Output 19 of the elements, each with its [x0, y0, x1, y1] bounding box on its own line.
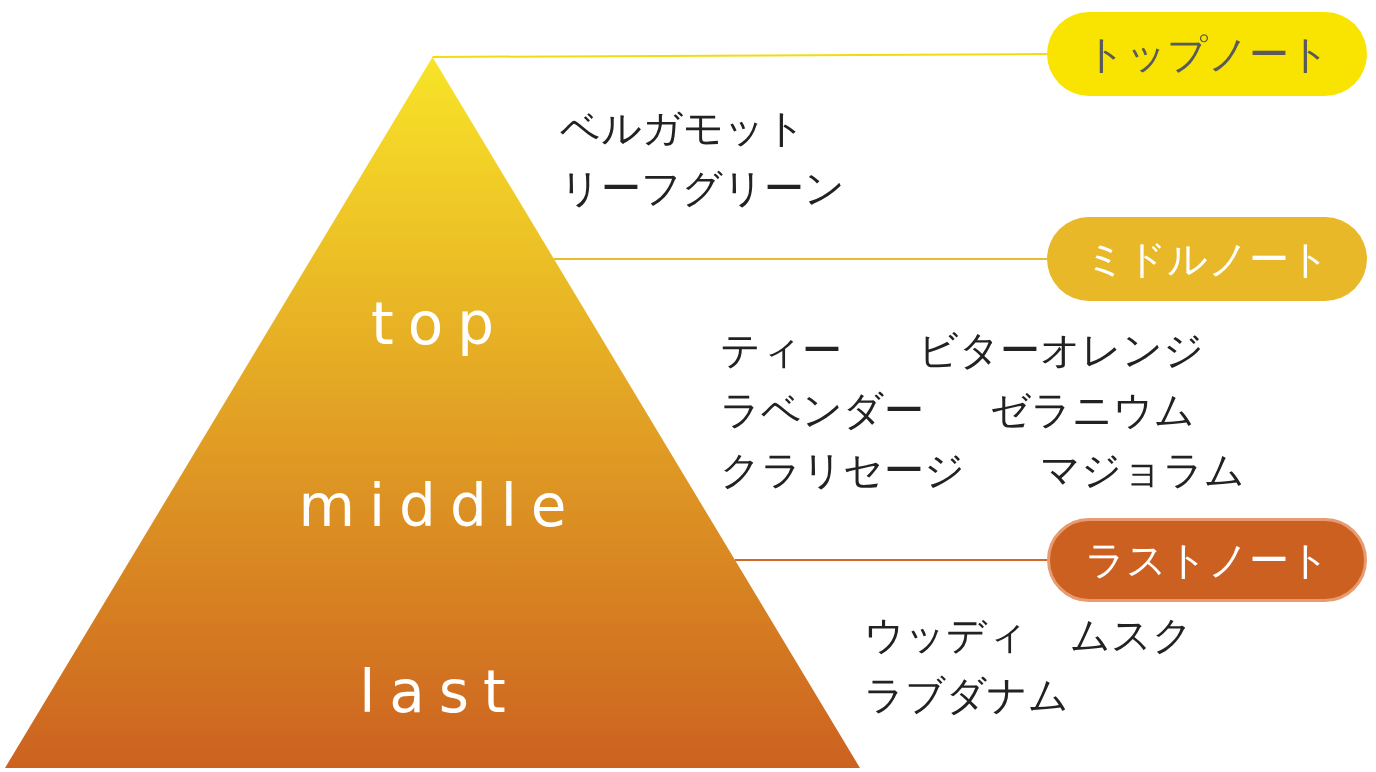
note-pill: ミドルノート	[1047, 217, 1367, 301]
ingredient-label: ゼラニウム	[990, 390, 1195, 430]
layer-label: middle	[298, 477, 581, 535]
ingredient-label: ウッディ	[864, 615, 1028, 655]
ingredient-label: ラベンダー	[720, 390, 924, 430]
leader-line	[552, 258, 1048, 260]
ingredient-label: ティー	[720, 330, 842, 370]
ingredient-label: クラリセージ	[720, 450, 965, 490]
layer-label: last	[359, 663, 520, 721]
ingredient-label: マジョラム	[1040, 450, 1245, 490]
note-pill: トップノート	[1047, 12, 1367, 96]
ingredient-label: ビターオレンジ	[918, 330, 1204, 370]
leader-line	[733, 559, 1048, 561]
note-pill: ラストノート	[1047, 518, 1367, 602]
ingredient-label: ラブダナム	[864, 675, 1069, 715]
ingredient-label: リーフグリーン	[560, 168, 845, 208]
leader-line	[431, 53, 1048, 58]
ingredient-label: ムスク	[1070, 615, 1193, 655]
ingredient-label: ベルガモット	[560, 108, 806, 148]
